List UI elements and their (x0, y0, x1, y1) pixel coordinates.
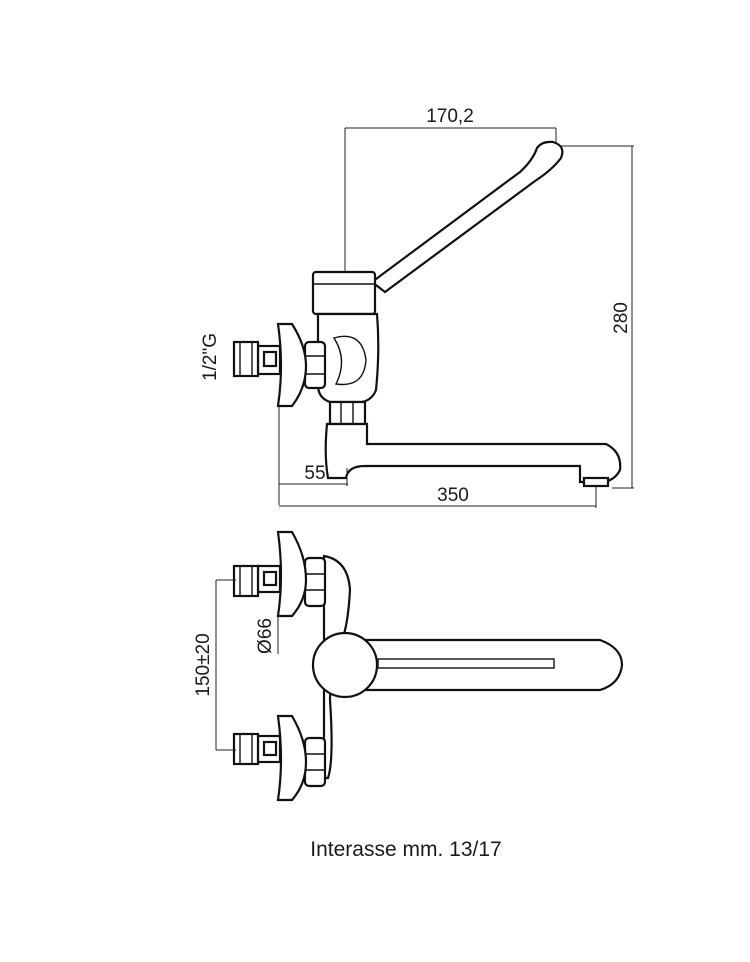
wall-rosette (276, 322, 308, 408)
lower-connector (232, 714, 327, 802)
dim-label-cover-diameter: Ø66 (255, 618, 276, 654)
front-view: Ø66 150±20 (193, 530, 624, 802)
side-view: 170,2 280 (200, 106, 634, 508)
dim-height: 280 (548, 145, 634, 489)
eccentric-inlet (232, 340, 260, 378)
mixer-body (316, 312, 380, 404)
front-lever-disc (311, 631, 379, 699)
front-spout (360, 638, 624, 692)
dim-label-height: 280 (611, 302, 632, 334)
dim-handle-reach: 170,2 (344, 106, 557, 272)
cartridge-cap (311, 270, 377, 316)
dim-label-spout-length: 350 (437, 485, 469, 506)
caption: Interasse mm. 13/17 (310, 838, 502, 861)
body-nut (328, 400, 367, 426)
dim-cover-diameter: Ø66 (255, 616, 279, 654)
dim-center-distance: 150±20 (193, 579, 236, 751)
dim-label-center-distance: 150±20 (193, 633, 214, 696)
dim-spout-length: 350 (279, 485, 597, 508)
lever-handle (370, 140, 564, 294)
spout (324, 422, 622, 484)
spout-aerator (582, 476, 610, 488)
connector-hex-nut (303, 340, 327, 390)
dim-label-handle-reach: 170,2 (426, 106, 474, 127)
upper-connector (232, 530, 327, 618)
dim-wall-offset: 55 (278, 406, 348, 505)
dim-label-thread: 1/2"G (200, 333, 221, 381)
dim-label-wall-offset: 55 (304, 463, 325, 484)
